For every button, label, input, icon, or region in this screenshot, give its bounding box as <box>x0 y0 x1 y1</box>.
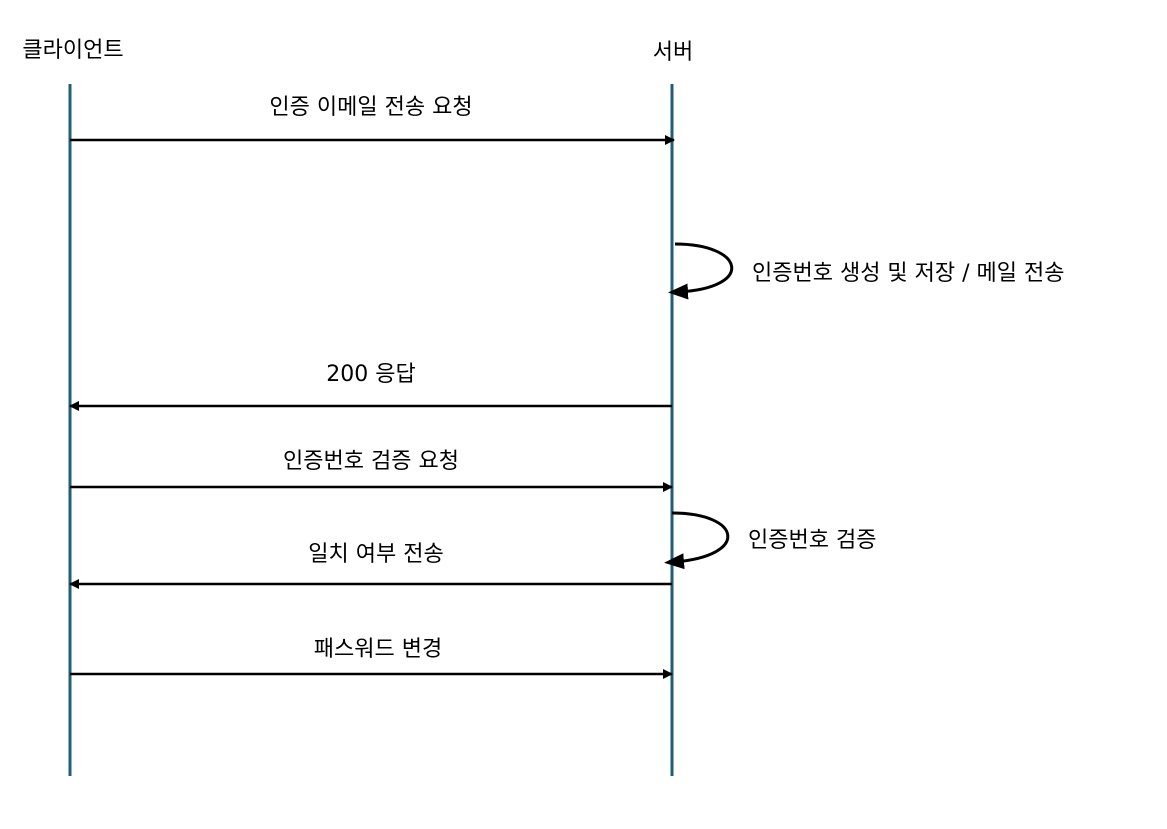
message-label: 인증번호 검증 요청 <box>283 449 459 474</box>
self-message-arrow <box>668 242 734 300</box>
participant-client-label: 클라이언트 <box>22 38 123 63</box>
message-label: 인증 이메일 전송 요청 <box>269 95 472 120</box>
self-message-label: 인증번호 검증 <box>748 528 876 553</box>
self-message-arrow <box>664 511 730 570</box>
participant-server-label: 서버 <box>653 40 693 65</box>
message-label: 일치 여부 전송 <box>308 542 443 567</box>
self-message-label: 인증번호 생성 및 저장 / 메일 전송 <box>752 261 1065 286</box>
message-label: 200 응답 <box>326 362 415 387</box>
message-label: 패스워드 변경 <box>314 637 442 662</box>
